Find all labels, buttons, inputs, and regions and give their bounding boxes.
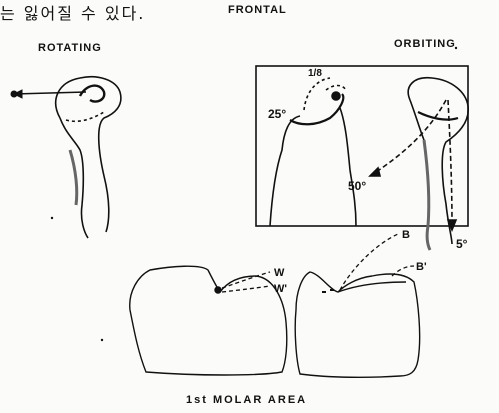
- stray-dot: [51, 217, 53, 219]
- rotating-condyle: [56, 77, 121, 238]
- w-label: W: [274, 267, 285, 279]
- right-molar: [295, 272, 419, 377]
- left-molar: [130, 266, 287, 375]
- w-pointers: [222, 272, 270, 292]
- fraction-label: 1/8: [308, 68, 322, 79]
- orbiting-50-arrow: [370, 100, 446, 176]
- figure-caption: 1st MOLAR AREA: [186, 394, 307, 406]
- w-prime-label: W': [274, 283, 287, 295]
- stray-dot: [455, 47, 457, 49]
- frontal-condyle: [270, 78, 356, 226]
- angle-25-label: 25°: [268, 107, 286, 121]
- orbiting-condyle: [408, 78, 468, 250]
- stray-dot: [101, 339, 103, 341]
- rotation-arrow: [11, 90, 86, 98]
- frontal-box: [256, 66, 468, 226]
- b-prime-label: B': [416, 261, 427, 273]
- b-label: B: [402, 229, 410, 241]
- angle-50-label: 50°: [348, 179, 366, 193]
- angle-5-label: 5°: [456, 237, 468, 251]
